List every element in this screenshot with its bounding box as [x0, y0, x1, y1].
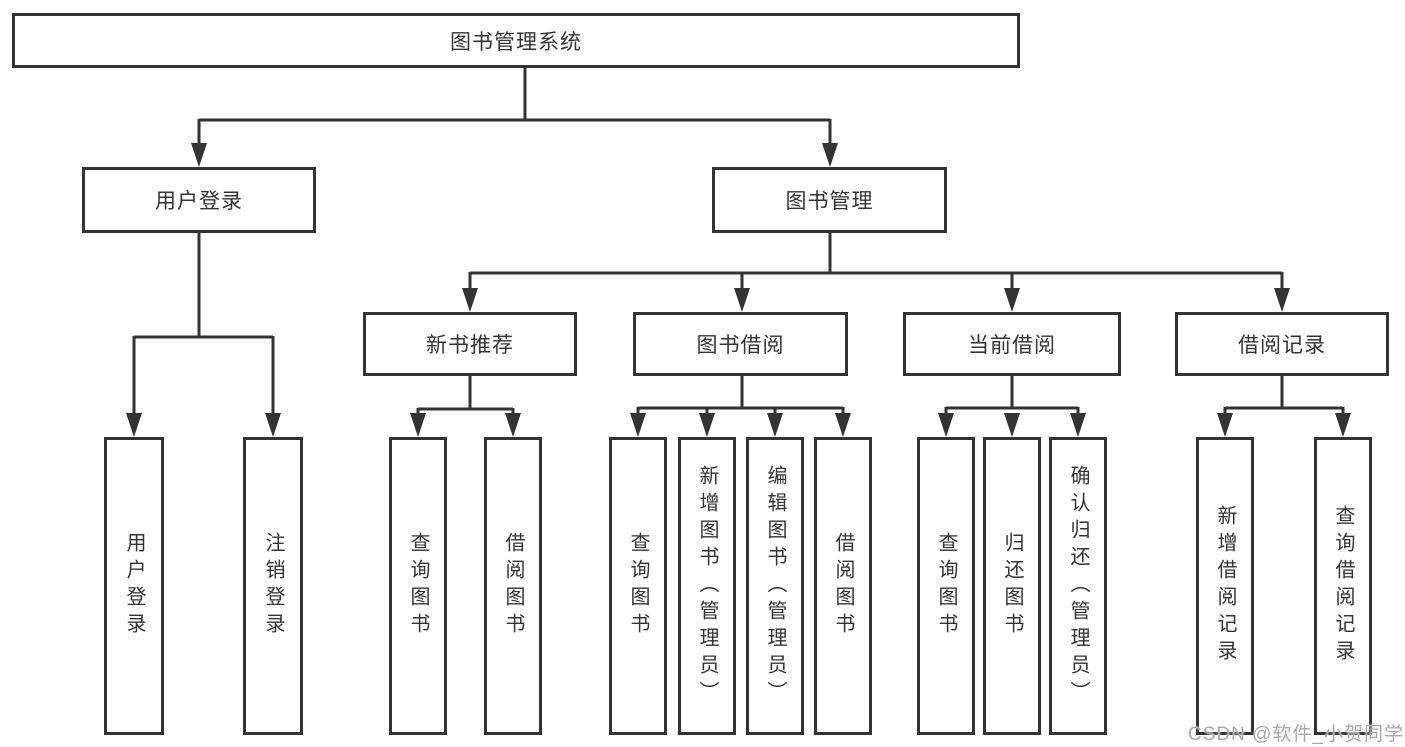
- leaf-borrow-books-recommend-label: 借阅图书: [502, 532, 524, 640]
- watermark: CSDN @软件_小贺同学: [1188, 724, 1404, 745]
- leaf-query-borrow-record: 查询借阅记录: [1314, 437, 1372, 735]
- node-user-login: 用户登录: [82, 167, 316, 233]
- node-book-borrowing: 图书借阅: [633, 312, 848, 376]
- leaf-user-login-label: 用户登录: [123, 532, 145, 640]
- node-borrowing-records: 借阅记录: [1175, 312, 1389, 376]
- leaf-logout-label: 注销登录: [262, 532, 284, 640]
- leaf-query-borrow-record-label: 查询借阅记录: [1332, 505, 1354, 667]
- leaf-add-books-admin: 新增图书（管理员）: [678, 437, 736, 735]
- node-new-book-recommend: 新书推荐: [363, 312, 577, 376]
- leaf-add-borrow-record-label: 新增借阅记录: [1214, 505, 1236, 667]
- leaf-edit-books-admin-label: 编辑图书（管理员）: [764, 464, 786, 708]
- leaf-borrow-books-label: 借阅图书: [832, 532, 854, 640]
- leaf-user-login: 用户登录: [104, 437, 164, 735]
- leaf-query-books-recommend: 查询图书: [389, 437, 447, 735]
- leaf-confirm-return-admin: 确认归还（管理员）: [1049, 437, 1107, 735]
- leaf-borrow-books: 借阅图书: [814, 437, 872, 735]
- node-library-system-label: 图书管理系统: [450, 30, 582, 54]
- leaf-borrow-books-recommend: 借阅图书: [484, 437, 542, 735]
- leaf-edit-books-admin: 编辑图书（管理员）: [746, 437, 804, 735]
- node-user-login-label: 用户登录: [155, 190, 243, 213]
- leaf-logout: 注销登录: [243, 437, 303, 735]
- leaf-confirm-return-admin-label: 确认归还（管理员）: [1067, 464, 1089, 708]
- node-book-management: 图书管理: [712, 167, 947, 233]
- leaf-query-books-current: 查询图书: [917, 437, 975, 735]
- node-new-book-recommend-label: 新书推荐: [426, 334, 514, 357]
- leaf-return-books: 归还图书: [983, 437, 1041, 735]
- leaf-add-books-admin-label: 新增图书（管理员）: [696, 464, 718, 708]
- node-borrowing-records-label: 借阅记录: [1238, 334, 1326, 357]
- leaf-query-books-borrowing: 查询图书: [609, 437, 667, 735]
- node-current-borrowing: 当前借阅: [903, 312, 1121, 376]
- node-book-borrowing-label: 图书借阅: [696, 334, 785, 357]
- leaf-query-books-borrowing-label: 查询图书: [627, 532, 649, 640]
- leaf-query-books-recommend-label: 查询图书: [407, 532, 429, 640]
- node-current-borrowing-label: 当前借阅: [968, 334, 1056, 357]
- leaf-query-books-current-label: 查询图书: [935, 532, 957, 640]
- node-library-system: 图书管理系统: [12, 13, 1020, 68]
- leaf-add-borrow-record: 新增借阅记录: [1196, 437, 1254, 735]
- node-book-management-label: 图书管理: [785, 190, 874, 213]
- leaf-return-books-label: 归还图书: [1001, 532, 1023, 640]
